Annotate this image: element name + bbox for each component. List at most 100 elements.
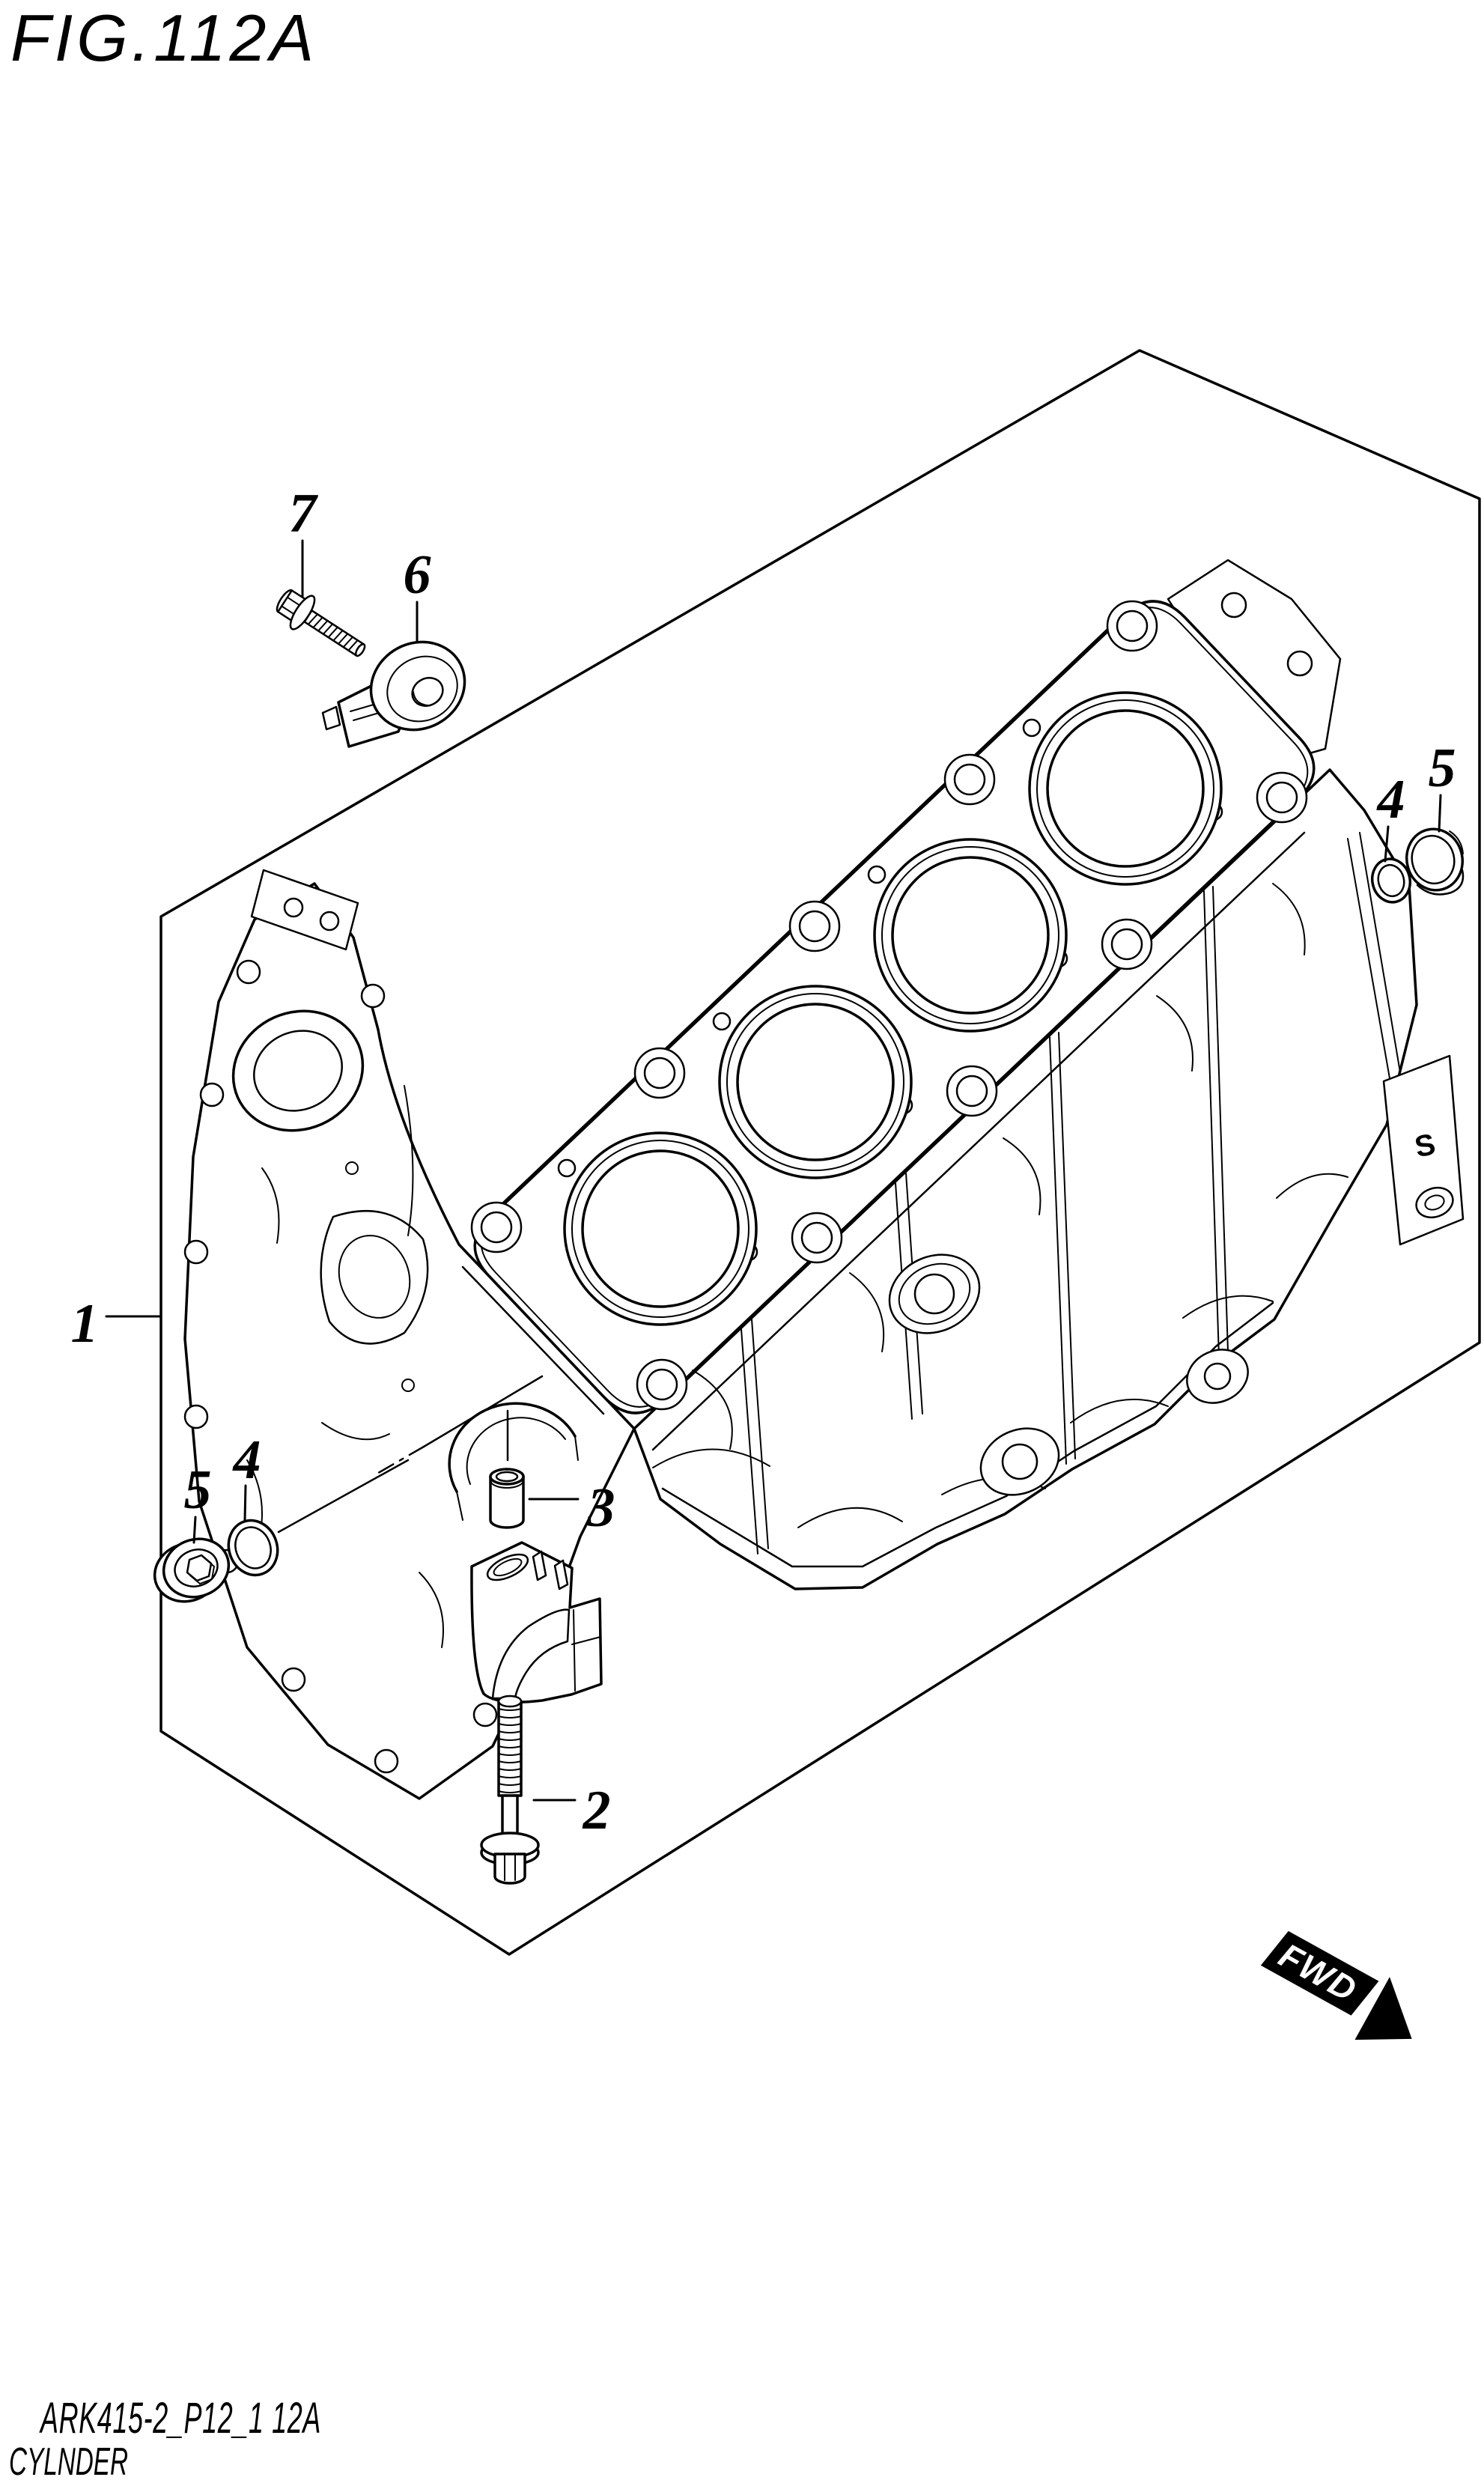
plug-projection-line (277, 1459, 410, 1534)
face-dot-hole (401, 1379, 415, 1392)
head-bolt-hole (1116, 610, 1149, 642)
rib-line (751, 1319, 769, 1549)
leader-4-right (1384, 825, 1390, 863)
face-bolt-hole (374, 1748, 399, 1774)
bolt-hex-head (493, 1853, 526, 1885)
web-line (797, 1507, 903, 1528)
gasket-inner (234, 1526, 272, 1569)
callout-1: 1 (71, 1293, 99, 1355)
plug-face-inner (174, 1549, 219, 1587)
cap-dowel-hole-inner (493, 1557, 523, 1577)
dowel-body (489, 1475, 525, 1529)
callout-2: 2 (583, 1780, 611, 1841)
boss-hole (1001, 1443, 1039, 1480)
pad-hole (319, 911, 340, 932)
callout-5-left: 5 (184, 1459, 212, 1521)
gasket-inner (1377, 863, 1405, 898)
web-line (1272, 883, 1306, 955)
plate-hole (1415, 1186, 1454, 1219)
coolant-hole (867, 865, 887, 884)
fwd-label: FWD (1273, 1936, 1364, 2010)
face-bolt-hole (199, 1082, 225, 1107)
face-crease (261, 1167, 280, 1244)
face-bolt-hole (360, 983, 386, 1009)
head-bolt-bosses (470, 600, 1308, 1411)
head-bolt-hole (645, 1368, 678, 1401)
rib-line (1203, 890, 1220, 1358)
plate-hole-inner (1424, 1194, 1445, 1211)
bolt-thread-ridges (498, 1708, 522, 1793)
bore-mid (726, 993, 904, 1171)
callout-labels: 1 2 3 4 5 4 5 6 7 (71, 483, 1456, 1841)
leader-5-left (192, 1516, 197, 1544)
leader-4-left (243, 1484, 247, 1522)
coolant-hole (557, 1158, 577, 1178)
gasket-left (227, 1519, 279, 1577)
face-crease (419, 1572, 444, 1648)
bolt-hole (1220, 592, 1247, 619)
web-line (1276, 1173, 1348, 1199)
bore-outer (873, 838, 1068, 1033)
cylinder-bore-2 (718, 985, 913, 1179)
face-crease (404, 1085, 414, 1236)
coolant-hole (712, 1012, 732, 1031)
bolt-shank (303, 610, 365, 657)
web-line (849, 1272, 885, 1352)
deck-thickness-edge (651, 831, 1306, 1451)
bore-outer (718, 985, 913, 1179)
cap-bolt (480, 1695, 540, 1885)
head-bolt-hole (1265, 781, 1298, 814)
arch-leg (574, 1435, 579, 1461)
leader-5-right (1438, 794, 1442, 833)
head-bolt-hole (955, 1075, 988, 1107)
bore-inner (736, 1003, 895, 1161)
rib-line (1212, 886, 1229, 1352)
hex-socket (186, 1554, 213, 1582)
main-bearing-arch-inner (466, 1417, 566, 1485)
bore-mid (881, 846, 1059, 1024)
end-plate: S (1347, 832, 1465, 1246)
cap-boss-edge (571, 1609, 601, 1692)
bore-inner (1046, 709, 1205, 868)
face-bolt-hole (281, 1667, 306, 1692)
head-bolt-hole (480, 1211, 513, 1244)
face-bolt-hole (472, 1702, 498, 1727)
bolt-thread-top (497, 1695, 523, 1708)
side-wall-ribs (741, 886, 1229, 1554)
bearing-cap (470, 1541, 603, 1704)
sensor-bolt (276, 589, 366, 657)
fwd-arrow-body (1260, 1930, 1379, 2016)
rib-line (741, 1328, 758, 1554)
callout-5-right: 5 (1429, 738, 1456, 799)
cap-dowel-hole (486, 1553, 529, 1581)
web-line (1003, 1137, 1041, 1215)
sensor-ring-mid (386, 655, 458, 723)
plug-face-inner (1411, 834, 1456, 885)
knock-sensor (321, 640, 466, 748)
head-bolt-hole (1110, 928, 1143, 961)
web-line (1070, 1398, 1169, 1423)
cap-arch (491, 1608, 571, 1700)
rib-line (1049, 1036, 1067, 1465)
cap-prong (553, 1559, 569, 1590)
figure-title: FIG.112A (10, 1, 318, 75)
plate-edge (1347, 838, 1390, 1079)
face-dot-hole (345, 1161, 359, 1175)
water-passage-inner (338, 1235, 411, 1319)
callout-3: 3 (587, 1477, 615, 1539)
face-bolt-hole (183, 1404, 209, 1429)
boundary-outline (159, 349, 1481, 1956)
plug-dome (1416, 869, 1465, 896)
fwd-arrowhead (1354, 1977, 1412, 2040)
bolt-hex-facets (504, 1855, 516, 1881)
head-bolt-hole (800, 1221, 833, 1254)
crank-nose-inner (252, 1030, 344, 1112)
cylinder-block-drawing: S (183, 559, 1465, 1800)
arch-leg (456, 1491, 463, 1521)
hanger-bracket (1167, 559, 1342, 765)
water-passage-opening (320, 1209, 429, 1345)
web-line (692, 1370, 733, 1450)
mount-boss (888, 1253, 981, 1334)
coolant-hole (1022, 718, 1041, 738)
boss-hole (913, 1273, 955, 1315)
